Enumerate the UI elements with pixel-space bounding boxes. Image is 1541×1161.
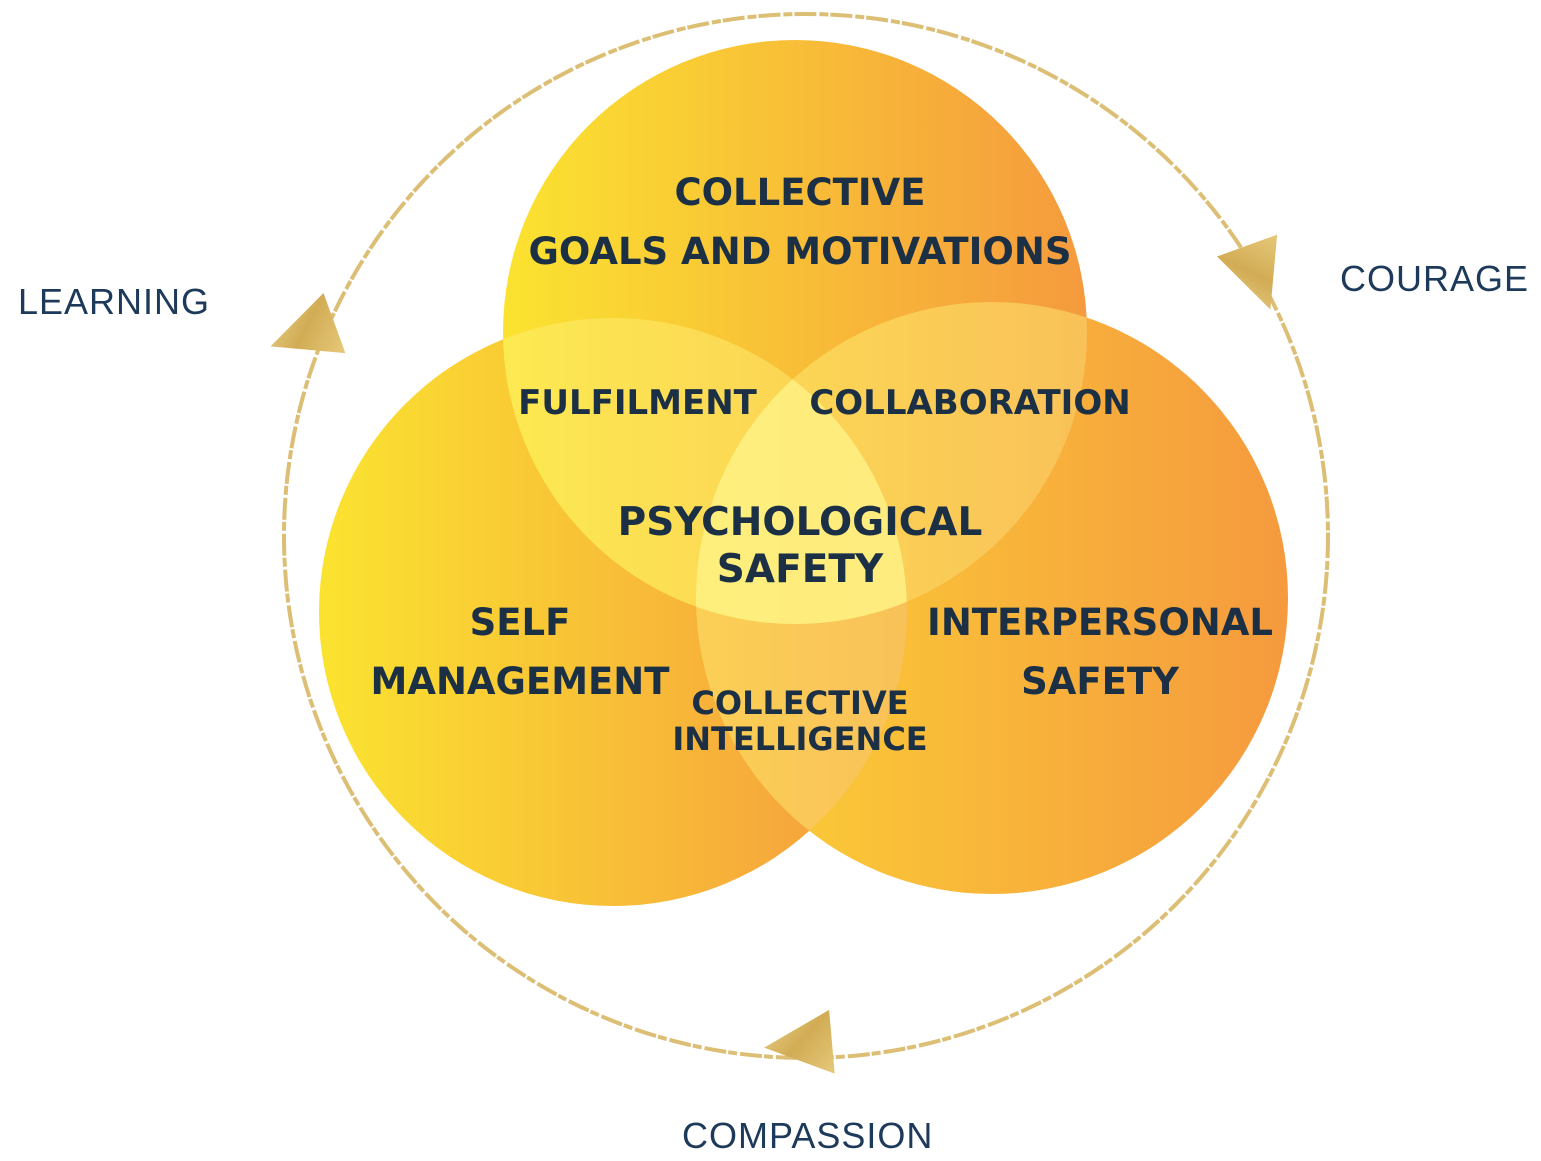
label-self-management: SELF MANAGEMENT bbox=[350, 602, 690, 703]
label-fulfilment: FULFILMENT bbox=[518, 383, 757, 423]
circle-top bbox=[503, 40, 1087, 624]
label-collective-goals-line1: COLLECTIVE bbox=[674, 171, 926, 214]
label-learning: LEARNING bbox=[18, 281, 211, 322]
label-interpersonal-safety-line2: SAFETY bbox=[1021, 660, 1179, 704]
label-psychological-safety-line1: PSYCHOLOGICAL bbox=[617, 500, 983, 545]
label-collective-intelligence: COLLECTIVE INTELLIGENCE bbox=[665, 684, 935, 758]
label-psychological-safety: PSYCHOLOGICAL SAFETY bbox=[590, 500, 1010, 594]
arrow-compassion-icon bbox=[764, 1009, 835, 1074]
label-collective-intelligence-line2: INTELLIGENCE bbox=[672, 719, 928, 758]
label-collective-intelligence-line1: COLLECTIVE bbox=[691, 684, 909, 722]
label-psychological-safety-line2: SAFETY bbox=[716, 546, 884, 592]
label-collective-goals-line2: GOALS AND MOTIVATIONS bbox=[528, 230, 1072, 274]
label-self-management-line2: MANAGEMENT bbox=[370, 660, 670, 704]
label-compassion: COMPASSION bbox=[682, 1115, 934, 1156]
label-courage: COURAGE bbox=[1340, 258, 1530, 299]
label-self-management-line1: SELF bbox=[469, 601, 571, 644]
arrow-learning-icon bbox=[270, 293, 346, 354]
overlap-center bbox=[696, 318, 907, 624]
label-collaboration: COLLABORATION bbox=[809, 383, 1131, 423]
label-interpersonal-safety: INTERPERSONAL SAFETY bbox=[915, 602, 1285, 703]
label-collective-goals: COLLECTIVE GOALS AND MOTIVATIONS bbox=[505, 172, 1095, 273]
label-interpersonal-safety-line1: INTERPERSONAL bbox=[927, 601, 1273, 644]
overlap-left-right bbox=[696, 318, 907, 894]
arrow-courage-icon bbox=[1217, 234, 1278, 310]
